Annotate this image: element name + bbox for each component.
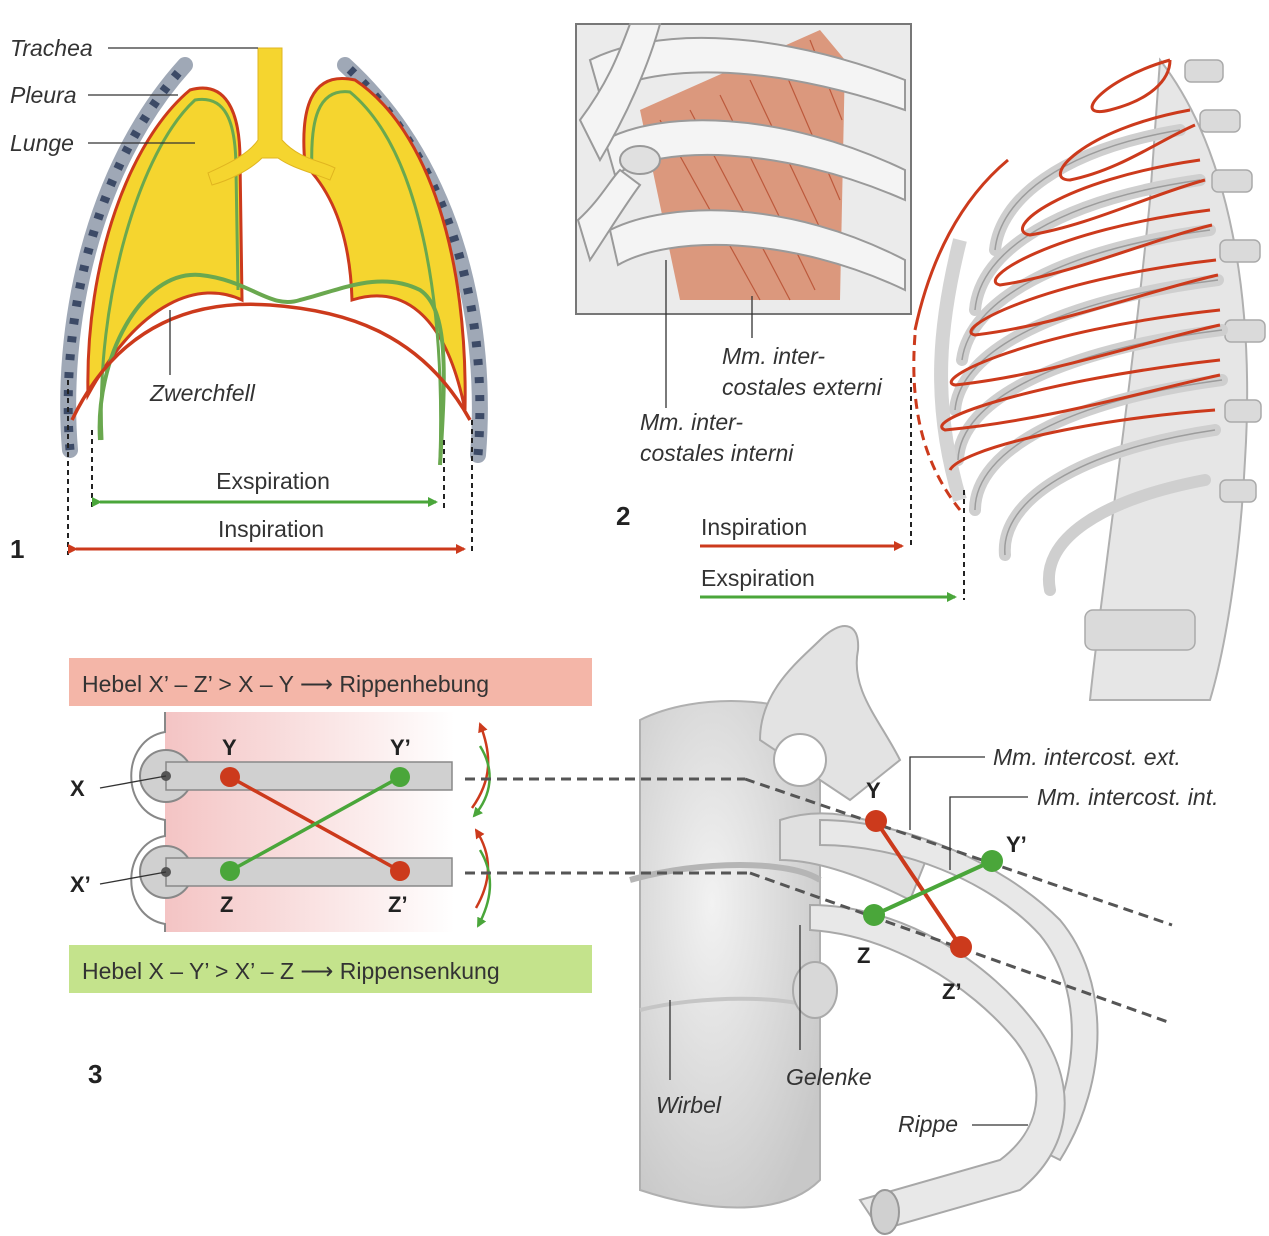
label-rippensenkung: Hebel X – Y’ > X’ – Z ⟶ Rippensenkung [82, 958, 500, 984]
panel-number-3: 3 [88, 1059, 102, 1089]
point-Y-right: Y [866, 778, 881, 803]
diaphragm-expiration [97, 272, 446, 466]
label-rippenhebung: Hebel X’ – Z’ > X – Y ⟶ Rippenhebung [82, 671, 489, 697]
label-rippe: Rippe [898, 1111, 958, 1137]
label-expiration-2: Exspiration [701, 565, 815, 591]
panel3-vertebra-rib: Y Y’ Z Z’ Mm. intercost. ext. Mm. interc… [465, 625, 1218, 1235]
label-zwerchfell: Zwerchfell [149, 380, 256, 406]
label-externi-2: costales externi [722, 374, 883, 400]
label-gelenke: Gelenke [786, 1064, 872, 1090]
panel2-intercostal-inset: Mm. inter- costales externi Mm. inter- c… [575, 23, 912, 466]
point-Y-left: Y [222, 735, 237, 760]
label-expiration-1: Exspiration [216, 468, 330, 494]
point-Z2-left: Z’ [388, 892, 408, 917]
label-wirbel: Wirbel [656, 1092, 722, 1118]
panel-number-2: 2 [616, 501, 630, 531]
label-pleura: Pleura [10, 82, 76, 108]
lung-right [302, 77, 467, 411]
point-Y2-left: Y’ [390, 735, 411, 760]
point-Z2-right: Z’ [942, 979, 962, 1004]
point-X2: X’ [70, 872, 91, 897]
panel-number-1: 1 [10, 534, 24, 564]
label-inspiration-2: Inspiration [701, 514, 807, 540]
label-externi-1: Mm. inter- [722, 343, 825, 369]
label-interni-1: Mm. inter- [640, 409, 743, 435]
label-trachea: Trachea [10, 35, 93, 61]
label-interni-2: costales interni [640, 440, 794, 466]
label-lunge: Lunge [10, 130, 74, 156]
label-inspiration-1: Inspiration [218, 516, 324, 542]
point-X: X [70, 776, 85, 801]
box-rippenhebung [69, 658, 592, 706]
label-intercost-ext: Mm. intercost. ext. [993, 744, 1181, 770]
lung-left [86, 86, 244, 401]
point-Y2-right: Y’ [1006, 832, 1027, 857]
label-intercost-int: Mm. intercost. int. [1037, 784, 1218, 810]
panel3-lever-schema: Hebel X’ – Z’ > X – Y ⟶ Rippenhebung X X… [69, 658, 592, 1089]
point-Z-right: Z [857, 943, 870, 968]
panel2-ribcage: Inspiration Exspiration 2 [616, 57, 1266, 701]
point-Z-left: Z [220, 892, 233, 917]
trachea [207, 47, 336, 186]
box-rippensenkung [69, 945, 592, 993]
diaphragm-inspiration [70, 302, 472, 421]
panel1-thorax-diagram: Trachea Pleura Lunge Zwerchfell Exspirat… [10, 35, 488, 564]
